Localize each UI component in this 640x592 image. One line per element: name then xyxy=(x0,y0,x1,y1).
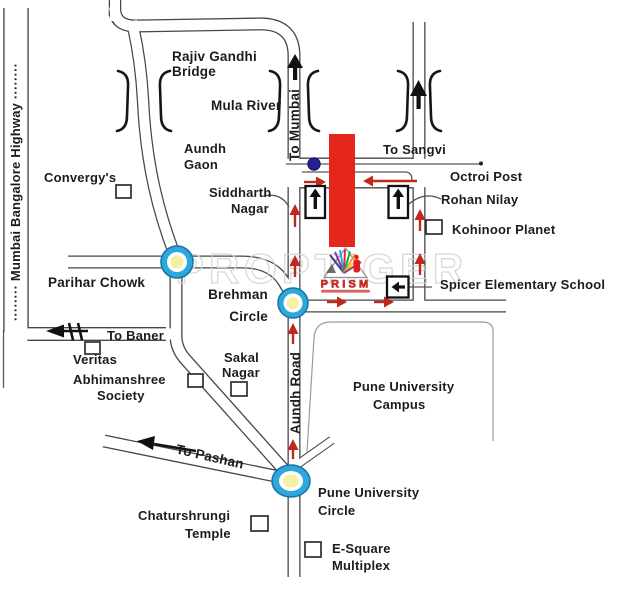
bridge-bracket-icon xyxy=(115,69,130,133)
bridge-brackets xyxy=(115,69,443,133)
chaturshrungi-marker xyxy=(250,515,269,532)
one-way-arrow-north-icon xyxy=(414,253,426,275)
label-pune-university-circle: Pune University xyxy=(318,485,420,500)
label-esquare-multiplex: E-Square xyxy=(332,541,391,556)
prism-logo-text: PRISM xyxy=(321,279,372,291)
label-veritas: Veritas xyxy=(73,352,117,367)
prism-logo-color-rays xyxy=(329,249,362,274)
label-chaturshrungi-temple: Chaturshrungi xyxy=(138,508,230,523)
one-way-sign-right xyxy=(387,184,410,220)
bridge-bracket-icon xyxy=(267,69,282,133)
sign-boxes xyxy=(304,184,410,299)
label-abhimanshree-society: Abhimanshree xyxy=(73,372,166,387)
svg-text:Circle: Circle xyxy=(318,503,355,518)
kohinoor-marker xyxy=(425,219,443,235)
svg-text:Gaon: Gaon xyxy=(184,157,218,172)
label-brehman-circle: Brehman xyxy=(208,287,268,302)
road-network-fill xyxy=(4,0,512,583)
poi-dot-icon xyxy=(307,157,321,171)
svg-text:Society: Society xyxy=(97,388,145,403)
one-way-arrow-east-icon xyxy=(304,176,326,188)
prism-site-marker xyxy=(329,134,355,247)
prism-logo-tagline xyxy=(321,289,370,293)
map-labels: Rajiv Gandhi Bridge Mula River Aundh Gao… xyxy=(8,49,605,573)
spicer-direction-sign xyxy=(385,275,410,299)
label-mula-river: Mula River xyxy=(211,98,282,113)
watermark-text: PROPTIGER xyxy=(176,245,468,292)
up-arrow-icon xyxy=(309,188,321,197)
label-mumbai-bangalore-highway: ········ Mumbai Bangalore Highway ······… xyxy=(8,63,23,321)
label-convergys: Convergy's xyxy=(44,170,116,185)
one-way-arrows xyxy=(287,175,426,459)
veritas-marker xyxy=(84,341,101,355)
label-pune-university-campus: Pune University xyxy=(353,379,455,394)
label-to-baner: To Baner xyxy=(107,328,164,343)
label-rohan-nilay: Rohan Nilay xyxy=(441,192,519,207)
to-sangvi-arrow-icon xyxy=(410,80,427,109)
svg-text:Nagar: Nagar xyxy=(222,365,260,380)
label-spicer-school: Spicer Elementary School xyxy=(440,277,605,292)
up-arrow-icon xyxy=(392,188,404,197)
label-rajiv-gandhi-bridge: Rajiv Gandhi xyxy=(172,49,257,64)
bridge-bracket-icon xyxy=(306,69,321,133)
prism-logo-figure xyxy=(354,254,359,260)
label-parihar-chowk: Parihar Chowk xyxy=(48,275,145,290)
one-way-arrow-north-icon xyxy=(289,204,301,227)
svg-text:Temple: Temple xyxy=(185,526,231,541)
one-way-arrow-north-icon xyxy=(289,255,301,277)
one-way-arrow-west-icon xyxy=(363,175,417,187)
brehman-circle-circle xyxy=(277,287,309,319)
junction-inner-line xyxy=(302,171,413,181)
direction-arrows-black xyxy=(46,54,427,453)
one-way-arrow-north-icon xyxy=(287,323,299,344)
rohan-pointer-line xyxy=(408,195,442,205)
to-pashan-arrow-icon xyxy=(137,436,197,453)
pune-university-circle-circle xyxy=(271,464,311,498)
landmark-markers xyxy=(84,184,443,558)
bridge-bracket-icon xyxy=(158,69,173,133)
one-way-arrow-north-icon xyxy=(287,439,299,459)
label-aundh-road: Aundh Road xyxy=(288,352,303,434)
label-to-mumbai: To Mumbai xyxy=(287,89,302,161)
label-aundh-gaon: Aundh xyxy=(184,141,226,156)
svg-text:Nagar: Nagar xyxy=(231,201,269,216)
sakal-nagar-marker xyxy=(230,381,248,397)
label-kohinoor-planet: Kohinoor Planet xyxy=(452,222,556,237)
bridge-bracket-icon xyxy=(395,69,410,133)
bridge-bracket-icon xyxy=(428,69,443,133)
svg-text:Circle: Circle xyxy=(229,309,268,324)
svg-text:Bridge: Bridge xyxy=(172,64,216,79)
one-way-arrow-east-icon xyxy=(374,296,394,308)
convergys-marker xyxy=(115,184,132,199)
esquare-marker xyxy=(304,541,322,558)
siddharth-pointer-line xyxy=(262,194,290,208)
octroi-dot-icon xyxy=(479,161,483,166)
one-way-arrow-north-icon xyxy=(414,209,426,231)
railway-crossing-icon xyxy=(67,322,84,341)
to-mumbai-arrow-icon xyxy=(287,54,303,80)
one-way-arrow-east-icon xyxy=(327,296,347,308)
one-way-sign-left xyxy=(304,184,327,220)
svg-text:Campus: Campus xyxy=(373,397,426,412)
label-to-sangvi: To Sangvi xyxy=(383,142,446,157)
label-siddharth-nagar: Siddharth xyxy=(209,185,271,200)
left-arrow-icon xyxy=(391,281,399,293)
parihar-chowk-circle xyxy=(160,245,194,279)
junction-circles xyxy=(160,245,311,498)
label-sakal-nagar: Sakal xyxy=(224,350,259,365)
prism-logo: PRISM xyxy=(320,246,372,293)
campus-boundary xyxy=(306,321,494,453)
prism-logo-mountain xyxy=(326,264,336,273)
abhimanshree-marker xyxy=(187,373,204,388)
label-octroi-post: Octroi Post xyxy=(450,169,523,184)
to-baner-arrow-icon xyxy=(46,322,88,341)
svg-text:Multiplex: Multiplex xyxy=(332,558,391,573)
